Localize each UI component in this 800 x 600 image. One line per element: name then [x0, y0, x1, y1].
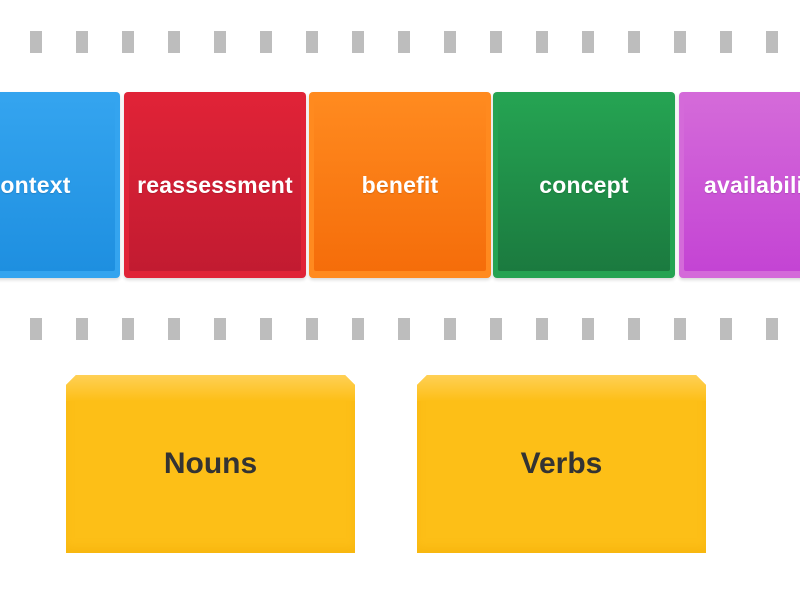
track-dash — [628, 31, 640, 53]
word-tile-label: availability — [704, 171, 800, 198]
track-dash — [582, 318, 594, 340]
track-dash — [490, 318, 502, 340]
word-tile-availability[interactable]: availability — [679, 92, 800, 278]
track-dash — [536, 31, 548, 53]
word-tile-benefit[interactable]: benefit — [309, 92, 491, 278]
track-dash — [168, 318, 180, 340]
track-dash — [214, 318, 226, 340]
track-dash — [720, 31, 732, 53]
track-dash — [766, 31, 778, 53]
track-dash — [536, 318, 548, 340]
track-dash — [168, 31, 180, 53]
word-tile-reassessment[interactable]: reassessment — [124, 92, 306, 278]
category-bin-verbs[interactable]: Verbs — [417, 375, 706, 553]
word-tile-concept[interactable]: concept — [493, 92, 675, 278]
track-dash — [76, 318, 88, 340]
track-dash — [720, 318, 732, 340]
track-dash — [352, 31, 364, 53]
category-bin-nouns[interactable]: Nouns — [66, 375, 355, 553]
track-dash — [30, 31, 42, 53]
track-dash — [352, 318, 364, 340]
word-tile-label: concept — [539, 171, 629, 198]
track-dash — [122, 318, 134, 340]
track-dash — [444, 318, 456, 340]
track-dash — [76, 31, 88, 53]
track-dash — [766, 318, 778, 340]
conveyor-bottom-track — [0, 318, 800, 340]
category-bin-label: Nouns — [163, 447, 258, 480]
track-dash — [674, 318, 686, 340]
track-dash — [398, 31, 410, 53]
track-dash — [30, 318, 42, 340]
track-dash — [214, 31, 226, 53]
track-dash — [674, 31, 686, 53]
word-conveyor: context reassessment benefit concept ava… — [0, 92, 800, 280]
track-dash — [306, 31, 318, 53]
track-dash — [628, 318, 640, 340]
word-tile-label: reassessment — [137, 171, 293, 198]
word-tile-context[interactable]: context — [0, 92, 120, 278]
track-dash — [306, 318, 318, 340]
track-dash — [582, 31, 594, 53]
track-dash — [260, 31, 272, 53]
category-bin-label: Verbs — [520, 447, 603, 480]
word-tile-label: context — [0, 171, 71, 198]
track-dash — [122, 31, 134, 53]
track-dash — [398, 318, 410, 340]
word-tile-label: benefit — [361, 171, 439, 198]
track-dash — [490, 31, 502, 53]
conveyor-top-track — [0, 31, 800, 53]
track-dash — [444, 31, 456, 53]
track-dash — [260, 318, 272, 340]
